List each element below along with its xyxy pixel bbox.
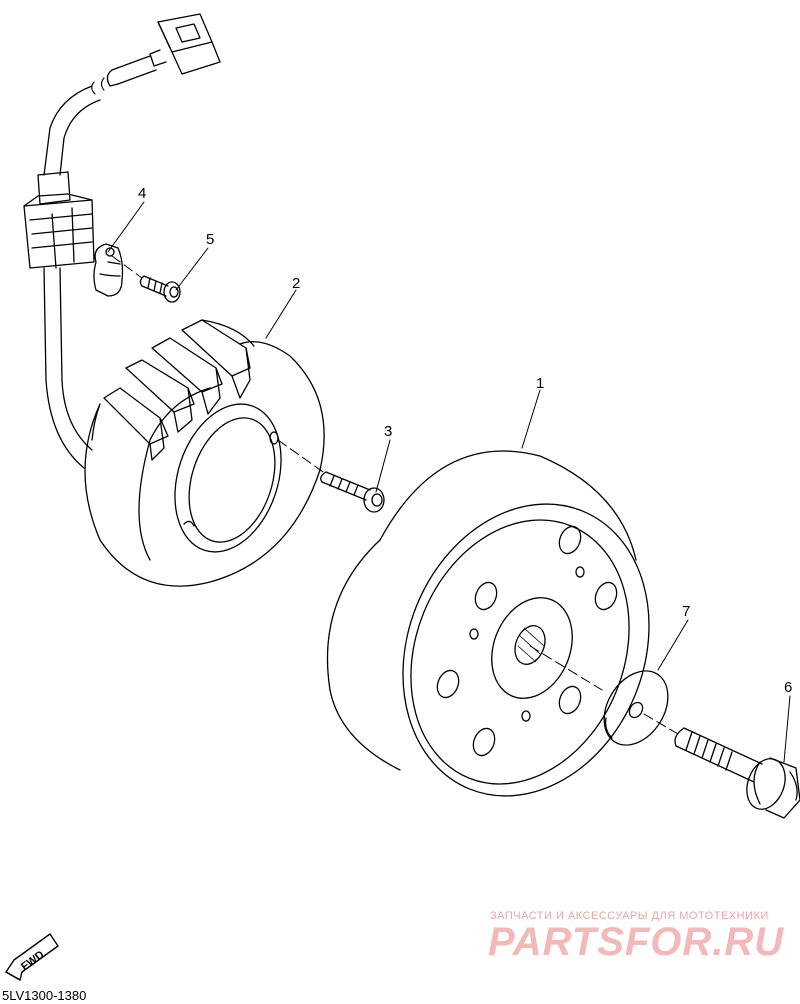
callout-6: 6 (784, 679, 792, 696)
callout-4: 4 (138, 185, 146, 202)
diagram-code: 5LV1300-1380 (2, 988, 87, 1003)
callout-3: 3 (384, 423, 392, 440)
watermark-brand-logo: PARTSFOR.RU (488, 920, 785, 964)
flywheel-washer (603, 670, 669, 746)
clamp-screw (139, 275, 181, 303)
wire-grommet (23, 171, 95, 269)
flywheel-rotor (326, 450, 650, 797)
wire-clamp (93, 243, 124, 297)
stator-coil-poles (103, 319, 255, 461)
watermark-tagline: ЗАПЧАСТИ И АКСЕССУАРЫ ДЛЯ МОТОТЕХНИКИ (490, 910, 769, 922)
stator-screw (320, 471, 385, 513)
stator-assembly (84, 319, 325, 587)
coupler-connector (149, 13, 221, 75)
flywheel-bolt (674, 727, 800, 819)
callout-1: 1 (536, 375, 544, 392)
assembly-axis-lines (111, 255, 679, 735)
callout-2: 2 (292, 275, 300, 292)
fwd-label: FWD (19, 949, 46, 973)
callout-leaders (107, 201, 791, 763)
flywheel-vent-holes (436, 525, 618, 757)
fwd-arrow-icon: FWD (5, 933, 59, 981)
wire-harness (23, 13, 221, 469)
callout-7: 7 (682, 603, 690, 620)
callout-5: 5 (206, 231, 214, 248)
